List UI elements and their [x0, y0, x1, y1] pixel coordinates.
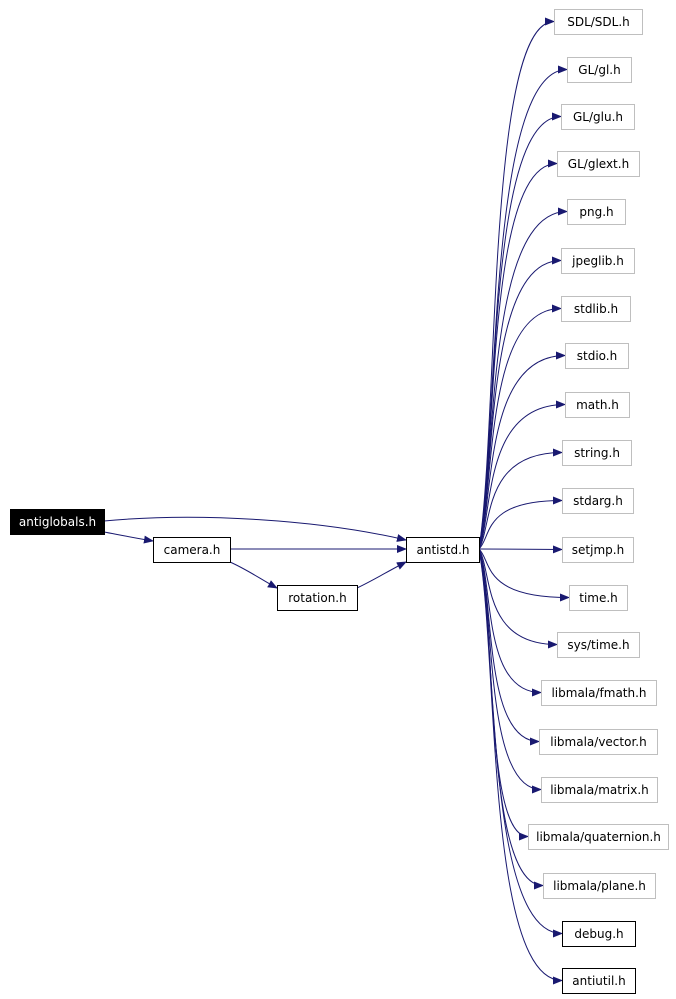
node-box-jpeglib [561, 248, 635, 274]
node-label-png: png.h [579, 205, 613, 219]
node-box-setjmp [562, 537, 634, 563]
node-fmath[interactable]: libmala/fmath.h [541, 680, 657, 706]
node-label-matrix: libmala/matrix.h [550, 783, 649, 797]
node-box-vector [539, 729, 658, 755]
node-box-antiutil [562, 968, 636, 994]
node-label-string: string.h [574, 446, 620, 460]
node-box-systime [557, 632, 640, 658]
node-plane[interactable]: libmala/plane.h [543, 873, 656, 899]
node-label-antistd: antistd.h [417, 543, 470, 557]
node-box-string [562, 440, 632, 466]
node-label-jpeglib: jpeglib.h [571, 254, 624, 268]
node-box-antiglobals [10, 509, 105, 535]
edge-antistd-to-antiutil [478, 548, 563, 985]
edge-camera-to-rotation [229, 561, 278, 589]
node-jpeglib[interactable]: jpeglib.h [561, 248, 635, 274]
node-stdarg[interactable]: stdarg.h [562, 488, 634, 514]
edge-antistd-to-string [478, 448, 563, 550]
node-box-matrix [541, 777, 658, 803]
node-box-glext [557, 151, 640, 177]
edge-antiglobals-to-antistd [103, 516, 407, 542]
node-label-time: time.h [579, 591, 618, 605]
node-string[interactable]: string.h [562, 440, 632, 466]
node-sdl[interactable]: SDL/SDL.h [554, 9, 643, 35]
node-gl[interactable]: GL/gl.h [567, 57, 632, 83]
node-antiglobals[interactable]: antiglobals.h [10, 509, 105, 535]
edge-antistd-to-stdarg [478, 496, 563, 550]
edge-rotation-to-antistd [356, 561, 407, 589]
node-label-plane: libmala/plane.h [553, 879, 646, 893]
edge-antistd-to-systime [478, 548, 558, 649]
node-box-time [569, 585, 628, 611]
node-systime[interactable]: sys/time.h [557, 632, 640, 658]
node-box-stdlib [561, 296, 631, 322]
node-label-rotation: rotation.h [288, 591, 346, 605]
node-label-vector: libmala/vector.h [550, 735, 646, 749]
edge-antistd-to-math [478, 400, 566, 550]
node-box-camera [153, 537, 231, 563]
node-matrix[interactable]: libmala/matrix.h [541, 777, 658, 803]
edge-antistd-to-fmath [478, 548, 542, 697]
node-vector[interactable]: libmala/vector.h [539, 729, 658, 755]
edge-antistd-to-stdio [478, 351, 566, 550]
node-rotation[interactable]: rotation.h [277, 585, 358, 611]
edge-antistd-to-sdl [478, 17, 555, 550]
node-stdio[interactable]: stdio.h [565, 343, 629, 369]
node-math[interactable]: math.h [565, 392, 630, 418]
node-label-stdarg: stdarg.h [573, 494, 623, 508]
node-label-stdlib: stdlib.h [574, 302, 618, 316]
node-box-png [567, 199, 626, 225]
node-time[interactable]: time.h [569, 585, 628, 611]
node-box-antistd [406, 537, 480, 563]
node-box-rotation [277, 585, 358, 611]
node-label-glu: GL/glu.h [573, 110, 623, 124]
node-label-setjmp: setjmp.h [572, 543, 624, 557]
node-label-gl: GL/gl.h [578, 63, 620, 77]
node-label-antiglobals: antiglobals.h [19, 515, 96, 529]
edge-antistd-to-setjmp [478, 545, 563, 554]
node-label-camera: camera.h [164, 543, 221, 557]
edge-antistd-to-time [478, 548, 570, 602]
node-box-fmath [541, 680, 657, 706]
edge-antiglobals-to-camera [103, 531, 154, 544]
node-label-antiutil: antiutil.h [572, 974, 625, 988]
node-camera[interactable]: camera.h [153, 537, 231, 563]
node-label-glext: GL/glext.h [568, 157, 629, 171]
node-label-debug: debug.h [574, 927, 623, 941]
node-quaternion[interactable]: libmala/quaternion.h [528, 824, 669, 850]
node-antiutil[interactable]: antiutil.h [562, 968, 636, 994]
node-label-systime: sys/time.h [567, 638, 629, 652]
node-box-stdarg [562, 488, 634, 514]
node-glu[interactable]: GL/glu.h [561, 104, 635, 130]
node-box-sdl [554, 9, 643, 35]
edge-antistd-to-matrix [478, 548, 542, 794]
node-label-stdio: stdio.h [577, 349, 617, 363]
node-box-glu [561, 104, 635, 130]
node-box-math [565, 392, 630, 418]
node-box-quaternion [528, 824, 669, 850]
node-box-debug [562, 921, 636, 947]
node-debug[interactable]: debug.h [562, 921, 636, 947]
node-label-math: math.h [576, 398, 619, 412]
node-box-gl [567, 57, 632, 83]
node-box-plane [543, 873, 656, 899]
node-png[interactable]: png.h [567, 199, 626, 225]
node-label-quaternion: libmala/quaternion.h [536, 830, 661, 844]
edge-antistd-to-vector [478, 548, 540, 746]
node-box-stdio [565, 343, 629, 369]
node-label-fmath: libmala/fmath.h [551, 686, 646, 700]
node-setjmp[interactable]: setjmp.h [562, 537, 634, 563]
node-stdlib[interactable]: stdlib.h [561, 296, 631, 322]
node-label-sdl: SDL/SDL.h [567, 15, 630, 29]
node-antistd[interactable]: antistd.h [406, 537, 480, 563]
node-glext[interactable]: GL/glext.h [557, 151, 640, 177]
